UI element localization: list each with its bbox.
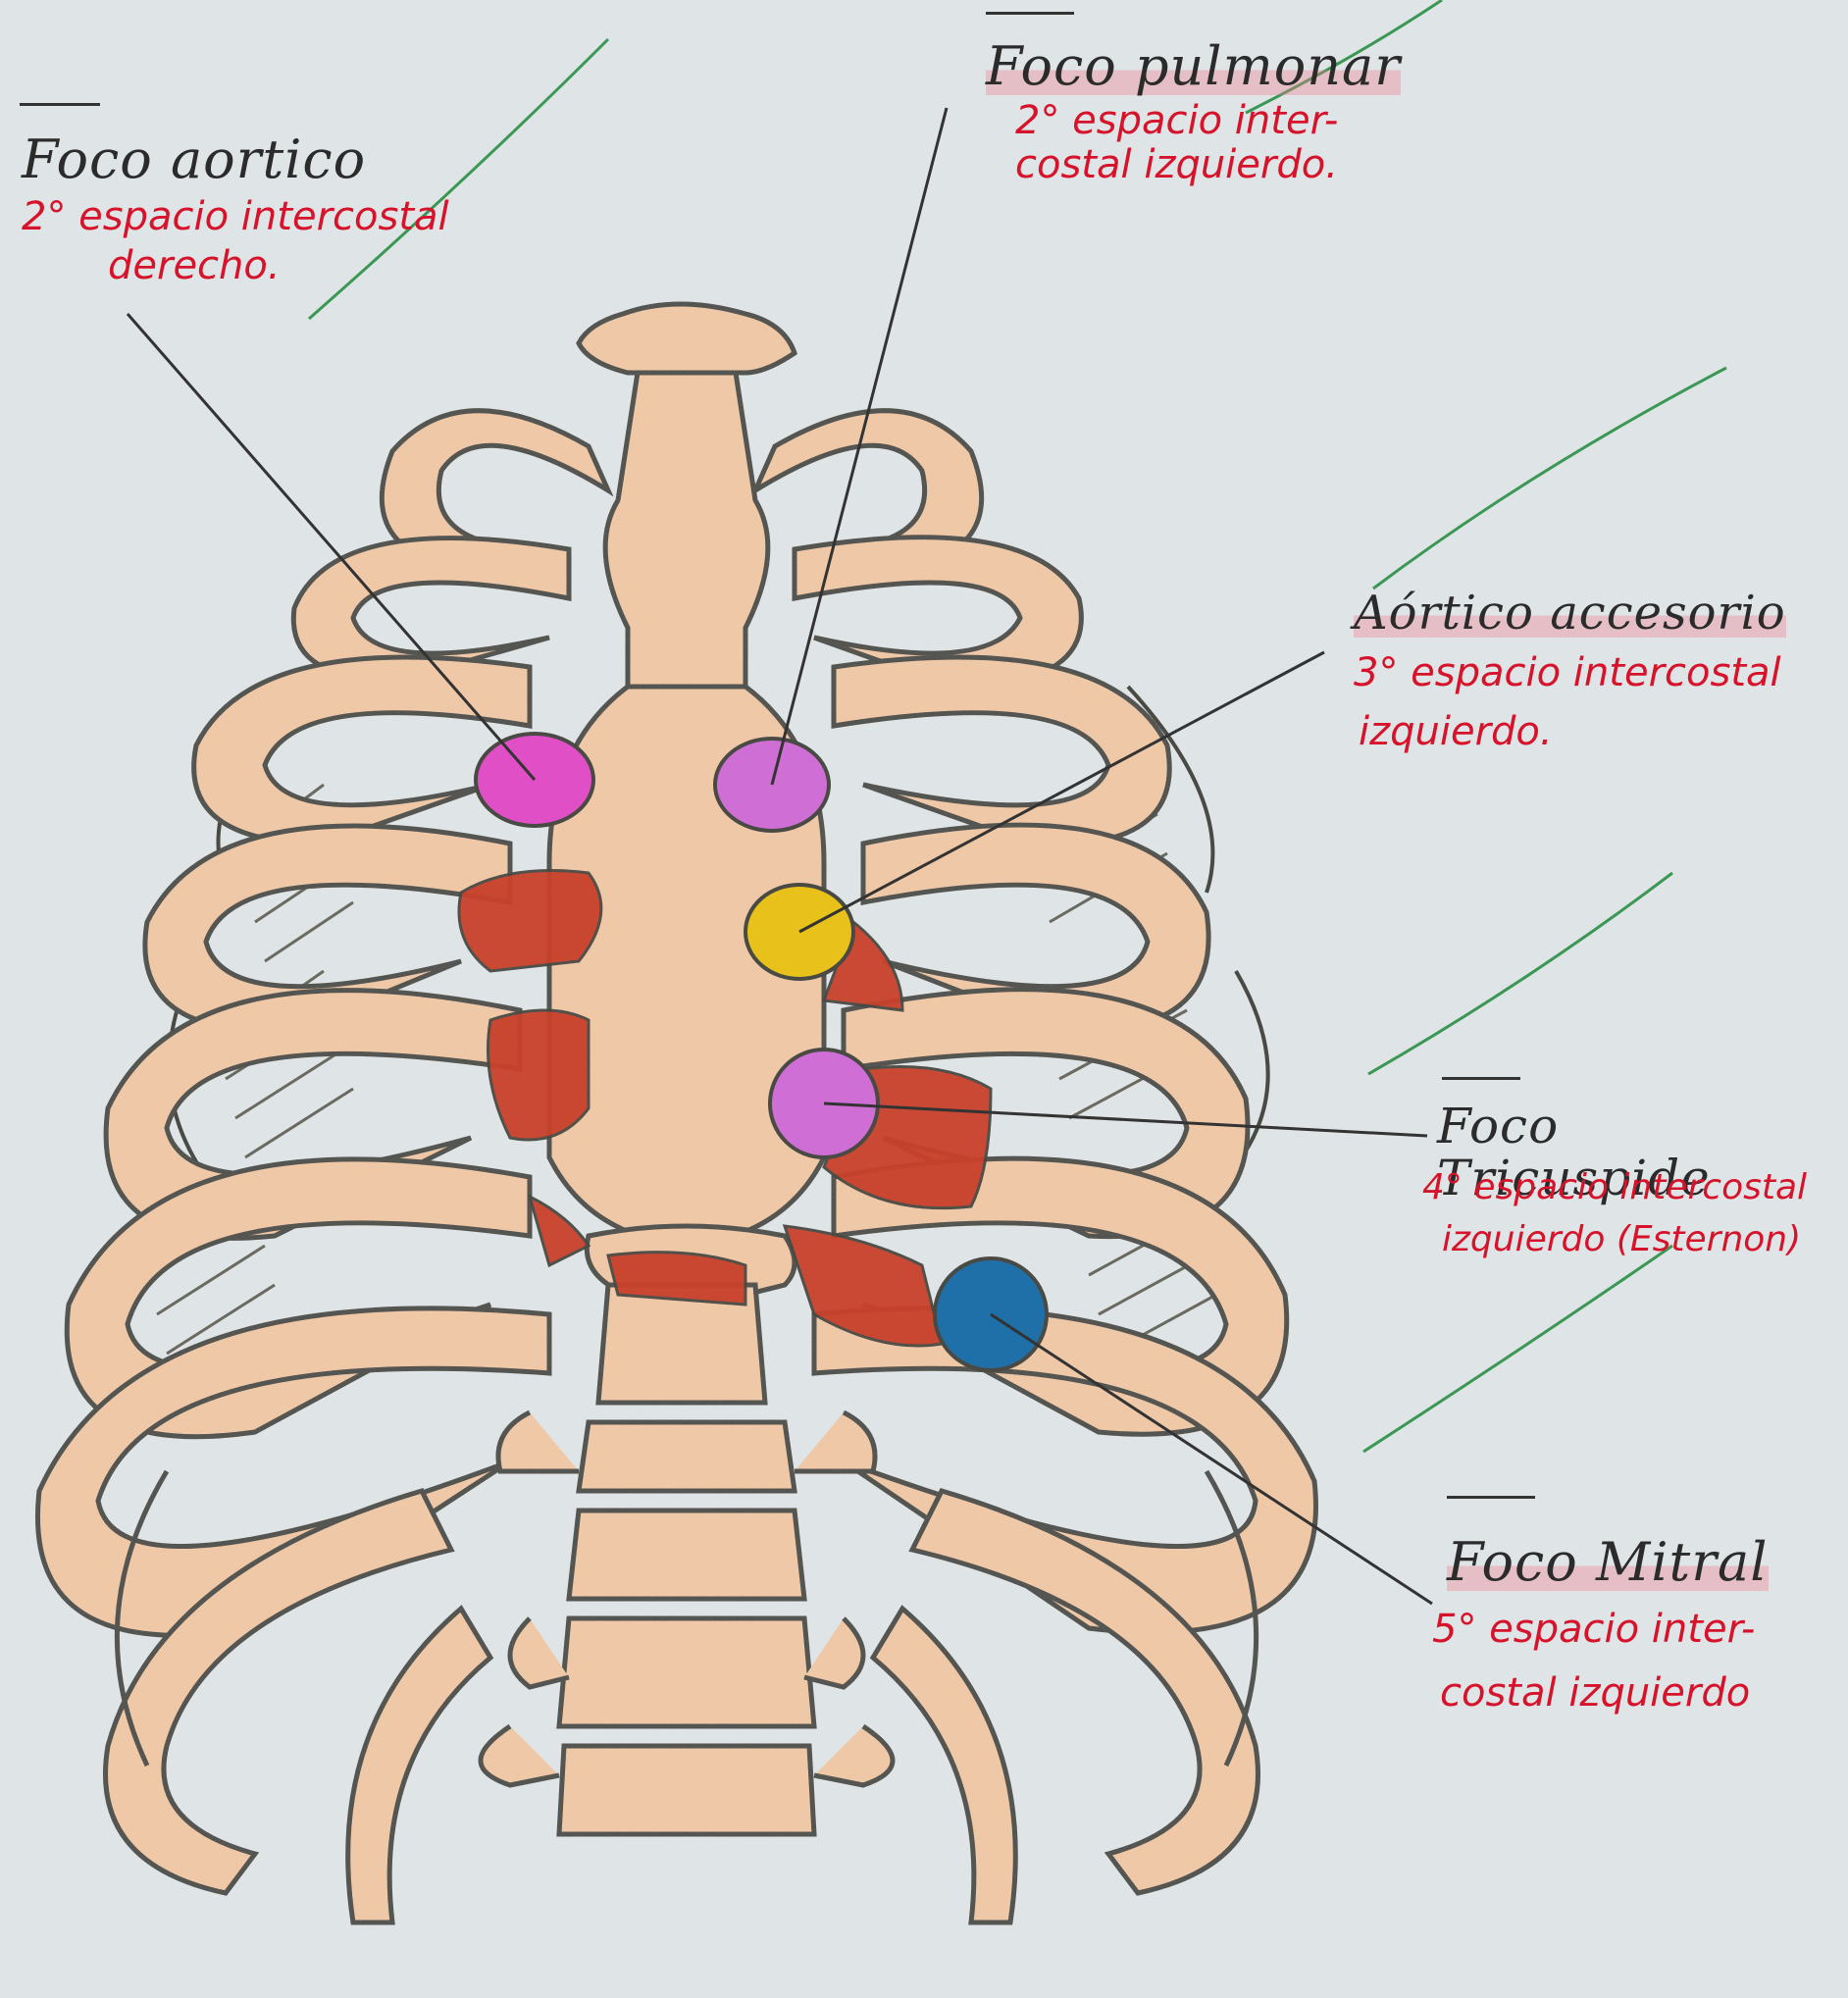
label-pulmonary-line2: costal izquierdo. [1015, 144, 1338, 185]
aortic-overline [20, 103, 100, 106]
label-pulmonary-line1: 2° espacio inter- [1015, 100, 1338, 141]
label-pulmonary-title: Foco pulmonar [986, 39, 1401, 95]
label-mitral-title: Foco Mitral [1447, 1535, 1769, 1591]
mitral-overline [1447, 1496, 1535, 1499]
label-tricuspid-line1: 4° espacio intercostal [1422, 1169, 1807, 1206]
pulmonary-overline [986, 12, 1074, 15]
label-aortic-title: Foco aortico [22, 132, 366, 188]
label-tricuspid-line2: izquierdo (Esternon) [1442, 1221, 1801, 1258]
label-mitral-line1: 5° espacio inter- [1432, 1609, 1755, 1650]
label-accessory-line2: izquierdo. [1359, 711, 1553, 752]
label-accessory-line1: 3° espacio intercostal [1354, 652, 1781, 693]
label-aortic-line2: derecho. [108, 245, 281, 286]
label-accessory-title: Aórtico accesorio [1354, 589, 1786, 638]
label-aortic-line1: 2° espacio intercostal [22, 196, 449, 237]
label-mitral-line2: costal izquierdo [1440, 1672, 1750, 1714]
tricuspid-overline [1442, 1077, 1520, 1080]
